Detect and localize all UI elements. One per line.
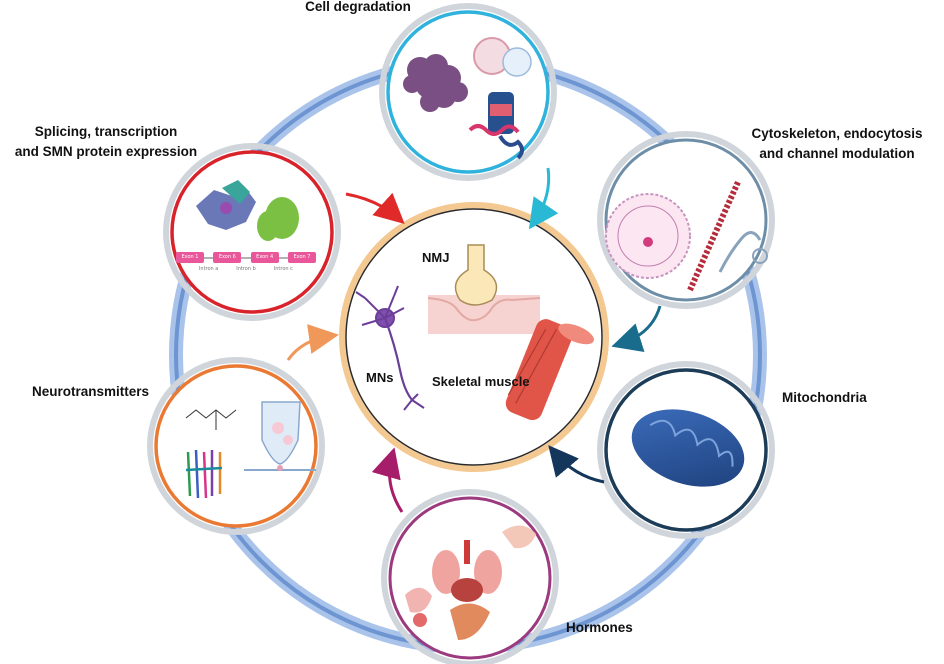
node-hormones <box>381 489 559 664</box>
ubiquitin-graphic <box>468 92 524 160</box>
label-cytoskeleton: Cytoskeleton, endocytosis and channel mo… <box>751 126 923 161</box>
receptor-protein-graphic <box>185 449 223 499</box>
arrow-cytoskeleton-to-center <box>611 305 662 353</box>
motor-neuron-graphic <box>355 285 425 411</box>
label-cell-degradation: Cell degradation <box>305 0 411 14</box>
pituitary-graphic <box>405 587 432 613</box>
arrow-degradation-to-center <box>528 167 559 230</box>
intron-label: Intron b <box>236 266 256 272</box>
smn-complex-graphic <box>196 180 256 230</box>
node-cell-degradation <box>379 3 557 181</box>
node-cytoskeleton <box>597 131 775 309</box>
arrow-splicing-to-center <box>345 192 405 225</box>
muscle-fiber-graphic <box>505 319 595 421</box>
label-neurotransmitters: Neurotransmitters <box>32 384 150 399</box>
label-splicing: Splicing, transcription and SMN protein … <box>14 124 198 159</box>
cell-graphic <box>605 193 691 279</box>
node-neurotransmitters <box>147 357 325 535</box>
microtubule-graphic <box>718 231 762 273</box>
exon-chip: Exon 1 <box>176 252 204 263</box>
center-skeletal-system <box>339 202 609 472</box>
exon-chip: Exon 6 <box>213 252 242 263</box>
nmj-synapse-graphic <box>427 244 541 334</box>
node-splicing <box>163 143 341 321</box>
glutamate-structure-graphic <box>185 409 237 430</box>
arrow-neurotransmitters-to-center <box>286 324 339 361</box>
exon-row: Exon 1 Exon 6 Exon 4 Exon 7 Intron a Intron b… <box>176 252 316 272</box>
intron-label: Intron c <box>273 266 293 272</box>
exon-chip: Exon 4 <box>250 252 279 263</box>
organs-graphic <box>432 540 502 640</box>
brain-region-graphic <box>502 525 536 549</box>
label-mitochondria: Mitochondria <box>782 390 867 405</box>
node-mitochondria <box>597 361 775 539</box>
label-skeletal-muscle: Skeletal muscle <box>432 374 530 389</box>
label-mns: MNs <box>366 370 394 385</box>
proteasome-graphic <box>403 54 468 112</box>
mitochondrion-graphic <box>631 409 745 487</box>
arrow-hormones-to-center <box>371 447 404 513</box>
arrow-mitochondria-to-center <box>548 445 605 484</box>
label-nmj: NMJ <box>422 250 450 265</box>
rna-protein-graphic <box>257 197 299 241</box>
synapse-terminal-graphic <box>244 401 316 471</box>
label-hormones: Hormones <box>566 620 633 635</box>
intron-label: Intron a <box>198 266 219 272</box>
exon-chip: Exon 7 <box>288 252 316 263</box>
